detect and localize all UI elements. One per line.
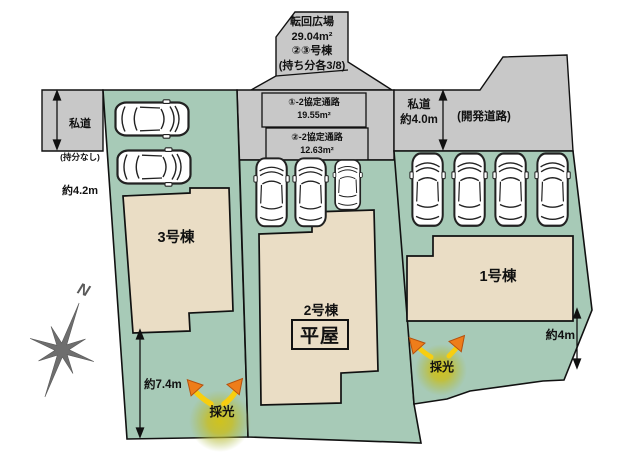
dimension-arrow-plot1 <box>572 307 582 370</box>
building-3-footprint <box>122 187 234 334</box>
car-icon <box>114 98 190 140</box>
sunlight-arrows-icon <box>402 329 472 360</box>
dimension-arrow-plot3 <box>135 328 145 439</box>
car-icon <box>408 152 447 227</box>
passage-box-1 <box>261 92 367 128</box>
private-road-left-area <box>41 89 104 152</box>
car-icon <box>332 159 364 211</box>
hiraya-badge: 平屋 <box>291 319 349 350</box>
car-icon <box>252 157 291 228</box>
sunlight-arrows-icon <box>180 372 250 407</box>
private-road-right-area <box>393 54 574 152</box>
turnaround-area <box>248 11 395 91</box>
compass-rose-icon <box>29 302 95 398</box>
car-icon <box>491 152 530 227</box>
turnaround-box-bottom-line <box>275 69 349 77</box>
building-1-footprint <box>406 235 574 322</box>
dimension-arrow-right-road <box>438 89 448 151</box>
passage-box-2 <box>265 127 369 161</box>
dimension-arrow-left-road <box>52 89 62 151</box>
car-icon <box>533 152 572 227</box>
car-icon <box>291 157 330 228</box>
car-icon <box>450 152 489 227</box>
car-icon <box>116 146 192 188</box>
sunlight-glow <box>189 390 251 452</box>
